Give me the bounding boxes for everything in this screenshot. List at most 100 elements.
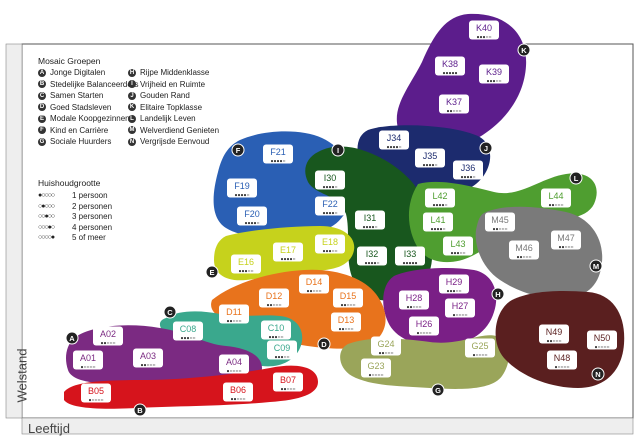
type-box-bg: [539, 324, 569, 344]
type-household-dots: ●●○○○: [306, 289, 321, 295]
type-box-d14: D14●●○○○: [299, 274, 329, 295]
group-badge-letter: M: [593, 262, 599, 271]
type-household-dots: ●○○○○: [472, 353, 487, 359]
type-box-i30: I30●●●●○: [315, 170, 345, 191]
type-code: F21: [270, 147, 286, 157]
household-label: 1 persoon: [72, 191, 108, 201]
type-code: A04: [226, 357, 242, 367]
type-box-bg: [415, 148, 445, 168]
type-box-n50: N50●○○○○: [587, 330, 617, 351]
legend-group-letter: H: [128, 68, 136, 77]
legend-group-label: Vergrijsde Eenvoud: [140, 137, 210, 146]
type-box-bg: [541, 188, 571, 208]
type-box-l43: L43 ●●●○○: [443, 236, 473, 257]
group-badge-circle: [65, 331, 79, 345]
group-badge-letter: N: [595, 370, 600, 379]
type-household-dots: ●●○○○: [280, 387, 295, 393]
type-household-dots: ●●○○○: [446, 109, 461, 115]
type-box-bg: [273, 242, 303, 262]
type-box-h26: H26●○○○○: [409, 316, 439, 337]
x-axis-label: Leeftijd: [28, 421, 70, 436]
legend-group-letter: N: [128, 137, 136, 146]
group-badge-d: D: [317, 337, 331, 351]
type-code: G23: [367, 361, 384, 371]
legend-household-item: ○○●○○3 personen: [38, 212, 112, 222]
household-label: 4 personen: [72, 222, 113, 232]
type-box-j34: J34●●●●○: [379, 130, 409, 151]
y-axis-bar: [5, 43, 23, 419]
type-code: I33: [404, 249, 417, 259]
type-box-bg: [261, 320, 291, 340]
legend-group-label: Landelijk Leven: [140, 114, 196, 123]
type-household-dots: ●●○○○: [230, 397, 245, 403]
type-box-a03: A03●●○○○: [133, 348, 163, 369]
type-code: J35: [423, 151, 438, 161]
type-box-b06: B06●●○○○: [223, 382, 253, 403]
type-household-dots: ●○○○○: [368, 373, 383, 379]
group-badge-letter: D: [321, 340, 327, 349]
household-label: 2 personen: [72, 201, 113, 211]
type-household-dots: ●●●●○: [244, 221, 259, 227]
type-box-b05: B05 ●○○○○: [81, 383, 111, 404]
type-code: L43: [450, 239, 465, 249]
type-box-bg: [231, 254, 261, 274]
type-box-bg: [259, 288, 289, 308]
type-code: K39: [486, 67, 502, 77]
type-box-f21: F21●●●●○: [263, 144, 293, 165]
type-box-bg: [357, 246, 387, 266]
legend-group-letter: M: [128, 126, 136, 135]
type-code: K37: [446, 97, 462, 107]
type-household-dots: ●●○○○: [546, 339, 561, 345]
type-household-dots: ●●●●○: [280, 257, 295, 263]
type-household-dots: ●○○○○: [416, 331, 431, 337]
y-axis-label: Welstand: [14, 348, 30, 403]
group-badge-j: J: [479, 141, 493, 155]
type-box-i33: I33●●●●●: [395, 246, 425, 267]
type-code: H27: [452, 301, 469, 311]
type-household-dots: ●●○○○: [266, 303, 281, 309]
type-code: D11: [226, 307, 242, 317]
type-household-dots: ●●●●○: [460, 175, 475, 181]
type-box-bg: [425, 188, 455, 208]
legend-group-letter: A: [38, 68, 46, 77]
legend-group-label: Modale Koopgezinnen: [50, 114, 130, 123]
type-box-bg: [173, 321, 203, 341]
type-code: B07: [280, 375, 296, 385]
type-code: M46: [515, 243, 533, 253]
type-household-dots: ●●○○○: [340, 303, 355, 309]
type-box-bg: [267, 340, 297, 360]
type-box-bg: [379, 130, 409, 150]
type-household-dots: ●○○○○: [88, 398, 103, 404]
type-household-dots: ●●●●○: [322, 185, 337, 191]
type-code: E17: [280, 245, 296, 255]
type-code: B05: [88, 386, 104, 396]
type-household-dots: ●●●●○: [234, 193, 249, 199]
type-code: A01: [80, 353, 96, 363]
legend-group-item: N Vergrijsde Eenvoud: [128, 137, 209, 147]
legend-household: Huishoudgrootte ●○○○○1 persoon○●○○○2 per…: [38, 178, 178, 248]
x-axis-bar: [21, 417, 634, 435]
type-household-dots: ●●○○○: [558, 245, 573, 251]
legend-group-label: Jonge Digitalen: [50, 68, 106, 77]
group-badge-b: B: [133, 403, 147, 417]
legend-group-letter: F: [38, 126, 46, 135]
type-household-dots: ●●●○○: [450, 251, 465, 257]
type-household-dots: ●●●○○: [486, 79, 501, 85]
type-box-n48: N48●○○○○: [547, 350, 577, 371]
legend-group-item: A Jonge Digitalen: [38, 68, 105, 78]
group-badge-c: C: [163, 305, 177, 319]
type-box-c10: C10●●●○○: [261, 320, 291, 341]
type-household-dots: ●●○○○: [338, 327, 353, 333]
household-label: 3 personen: [72, 212, 113, 222]
type-code: C08: [180, 324, 197, 334]
type-box-bg: [355, 210, 385, 230]
type-box-bg: [81, 383, 111, 403]
group-badge-letter: K: [521, 46, 527, 55]
group-badge-letter: F: [236, 146, 241, 155]
type-box-bg: [453, 160, 483, 180]
group-badge-i: I: [331, 143, 345, 157]
type-labels: A01●○○○○A02●●○○○A03●●○○○A04●○○○○B05●○○○○…: [73, 20, 617, 404]
type-household-dots: ●●○○○: [516, 255, 531, 261]
